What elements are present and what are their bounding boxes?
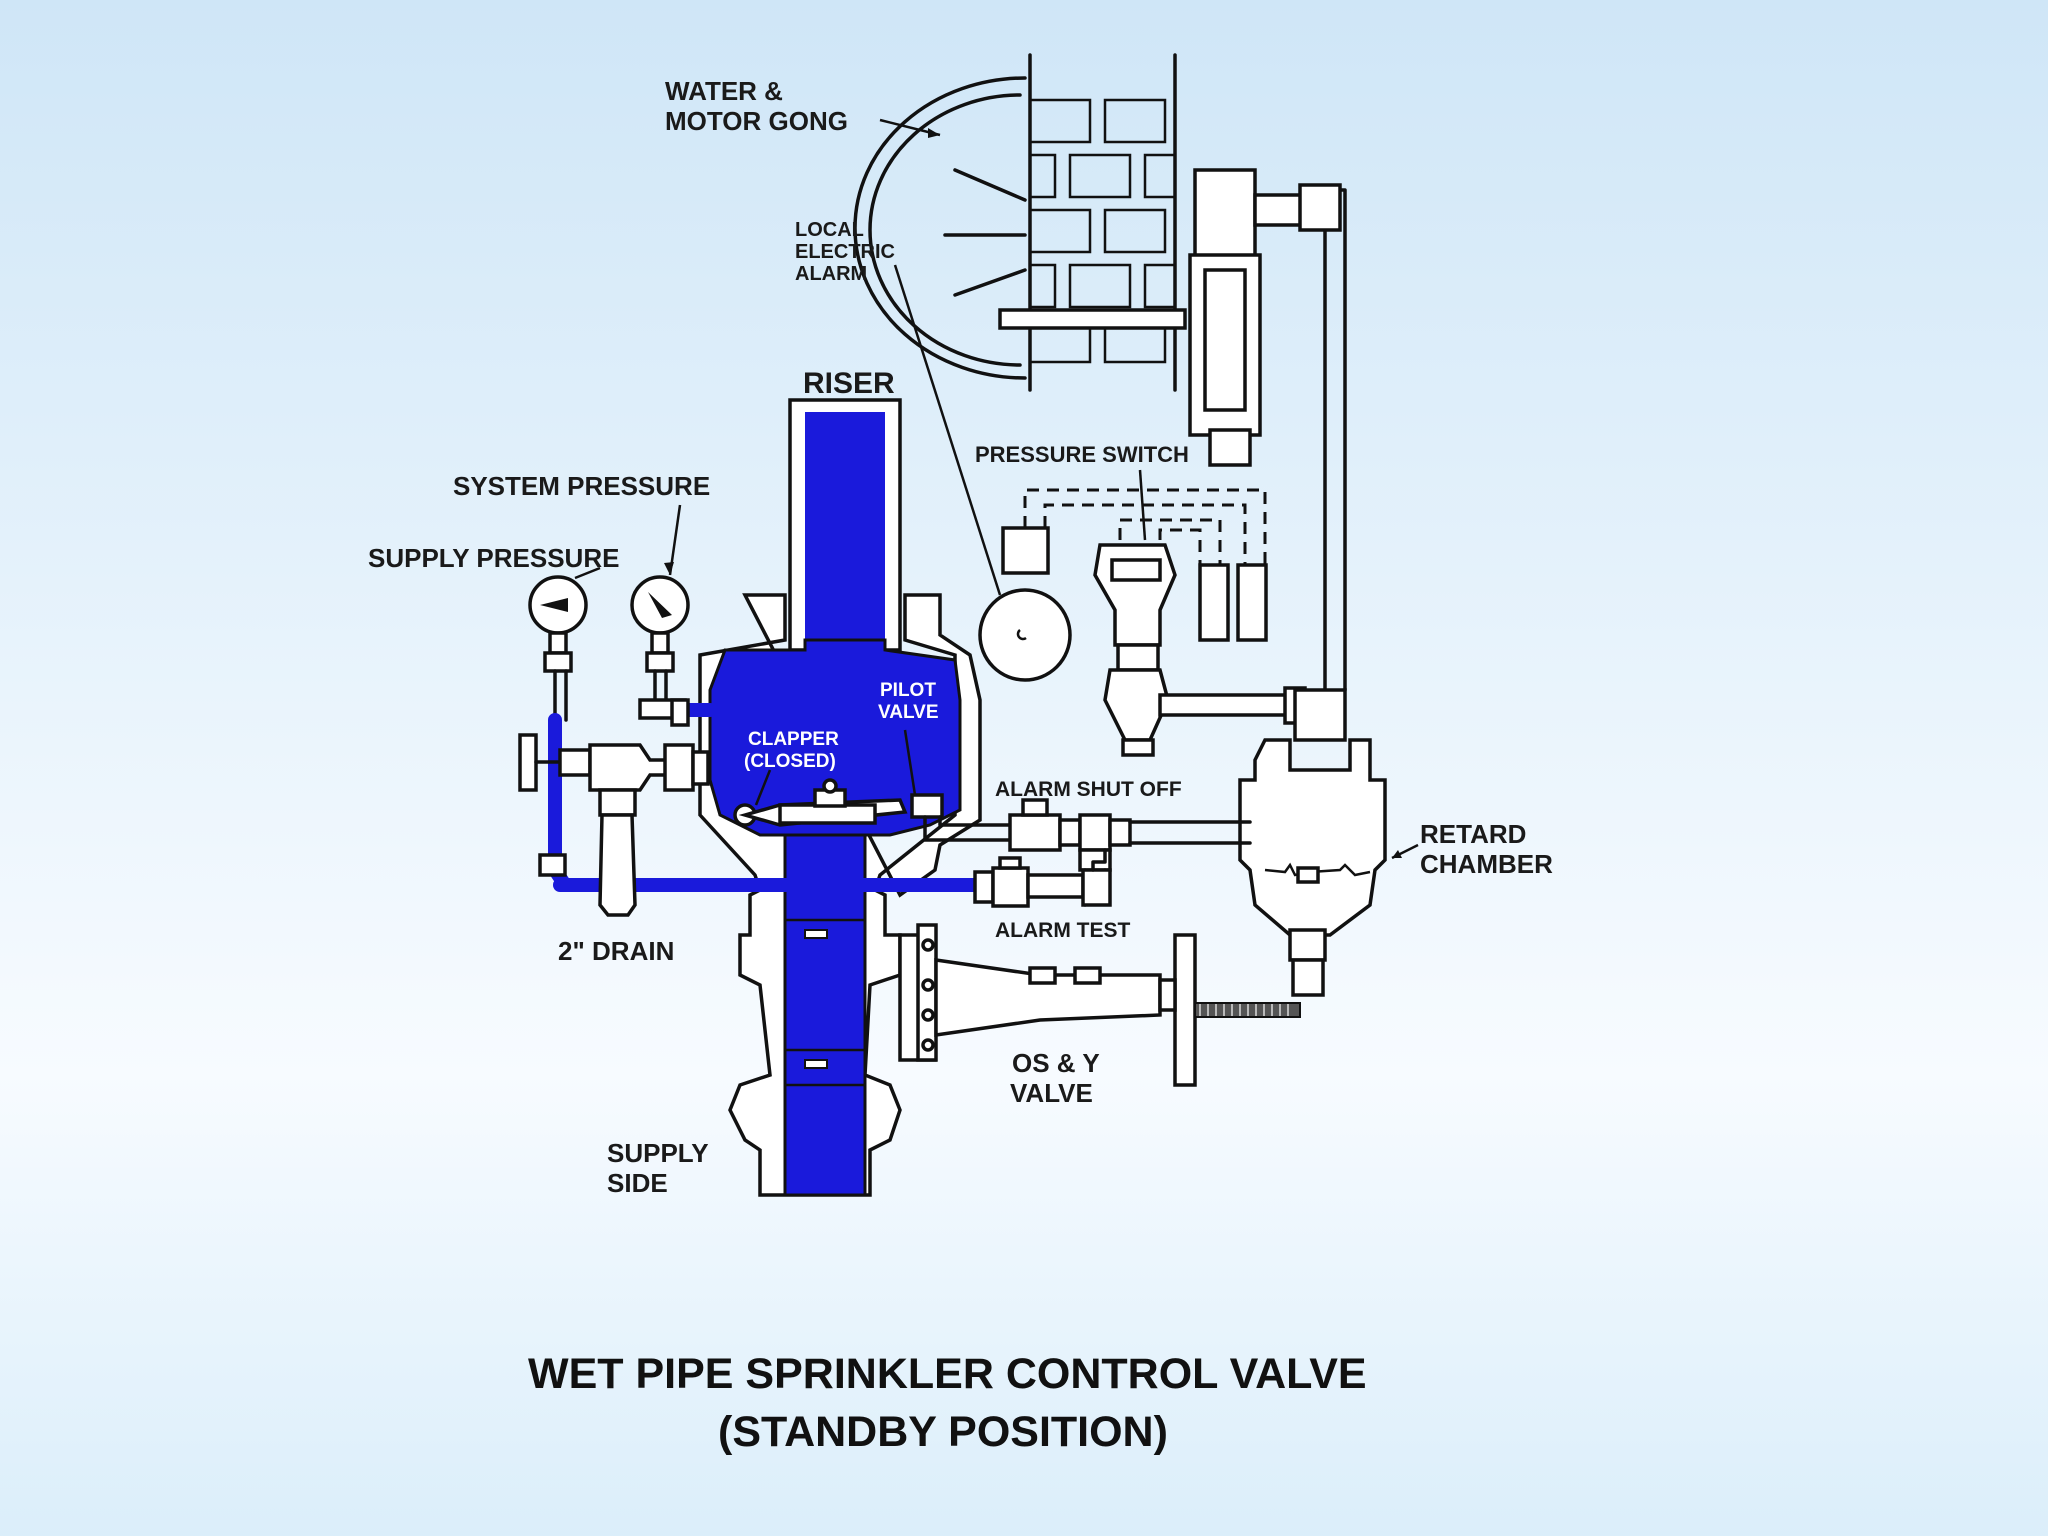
label-retard-chamber-2: CHAMBER — [1420, 849, 1553, 879]
label-clapper-2: (CLOSED) — [744, 751, 836, 772]
alarm-line-pipe — [1298, 183, 1347, 692]
label-riser: RISER — [803, 367, 895, 400]
label-pressure-switch: PRESSURE SWITCH — [975, 442, 1189, 467]
label-local-alarm-2: ELECTRIC — [795, 241, 895, 263]
osy-valve — [898, 923, 1301, 1087]
pilot-valve — [903, 729, 944, 819]
retard-chamber — [1238, 688, 1419, 997]
label-alarm-shut-off: ALARM SHUT OFF — [995, 778, 1182, 801]
leader-lines — [574, 118, 1147, 596]
riser-pipe — [788, 398, 902, 652]
supply-pressure-gauge — [528, 575, 588, 722]
supply-side-trim — [518, 713, 710, 917]
label-clapper-1: CLAPPER — [748, 729, 839, 750]
wall-with-gong — [1028, 53, 1177, 392]
clapper — [733, 769, 908, 827]
water-motor-gong — [853, 76, 1187, 380]
label-supply-pressure: SUPPLY PRESSURE — [368, 543, 619, 573]
caption-subtitle: (STANDBY POSITION) — [718, 1408, 1168, 1456]
caption-title: WET PIPE SPRINKLER CONTROL VALVE — [528, 1350, 1367, 1398]
label-osy-valve-1: OS & Y — [1012, 1048, 1100, 1078]
system-pressure-gauge — [630, 575, 717, 727]
label-supply-side-2: SIDE — [607, 1168, 668, 1198]
label-water-motor-gong-1: WATER & — [665, 76, 783, 106]
label-osy-valve-2: VALVE — [1010, 1078, 1093, 1108]
label-local-alarm-3: ALARM — [795, 263, 867, 285]
local-electric-alarm — [978, 526, 1072, 682]
label-water-motor-gong-2: MOTOR GONG — [665, 106, 848, 136]
label-local-alarm-1: LOCAL — [795, 219, 864, 241]
label-pilot-valve-1: PILOT — [880, 680, 936, 701]
label-supply-side-1: SUPPLY — [607, 1138, 709, 1168]
label-alarm-test: ALARM TEST — [995, 919, 1130, 942]
label-pilot-valve-2: VALVE — [878, 702, 939, 723]
alarm-line — [923, 798, 1252, 907]
label-retard-chamber-1: RETARD — [1420, 819, 1526, 849]
label-drain: 2" DRAIN — [558, 936, 674, 966]
valve-body — [698, 593, 982, 1197]
label-system-pressure: SYSTEM PRESSURE — [453, 471, 710, 501]
water-motor — [1188, 168, 1307, 467]
